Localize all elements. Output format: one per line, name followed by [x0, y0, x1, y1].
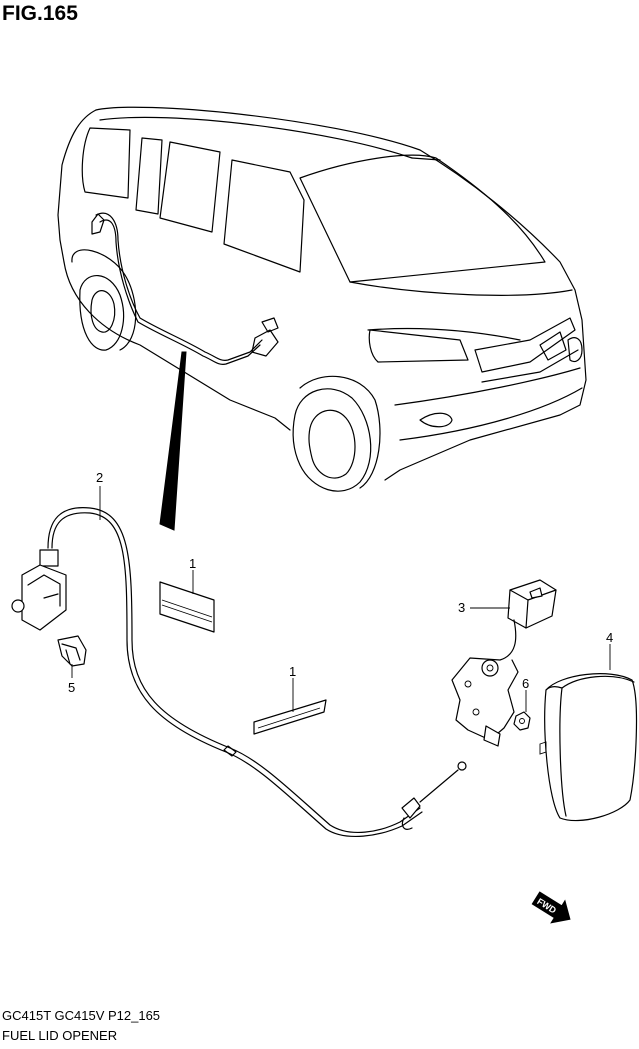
- footer-model-code: GC415T GC415V P12_165: [2, 1008, 161, 1023]
- pointer-arrow: [159, 351, 187, 531]
- callout-part-1-lower: 1: [289, 664, 296, 679]
- callout-part-1-upper: 1: [189, 556, 196, 571]
- fwd-arrow-icon: FWD: [531, 891, 571, 924]
- vehicle-illustration: [57, 106, 587, 492]
- callout-part-2: 2: [96, 470, 103, 485]
- part-label-lower: [253, 699, 327, 735]
- figure-title: FIG.165: [2, 2, 78, 25]
- part-label-upper: [159, 581, 215, 633]
- part-opener-cable: [11, 507, 467, 838]
- part-nut: [513, 711, 531, 731]
- part-clamp: [57, 635, 87, 667]
- part-lid-actuator: [451, 579, 557, 747]
- callout-part-4: 4: [606, 630, 613, 645]
- callout-part-6: 6: [522, 676, 529, 691]
- callout-part-3: 3: [458, 600, 465, 615]
- part-fuel-lid: [539, 673, 638, 822]
- footer-section-name: FUEL LID OPENER: [2, 1028, 118, 1043]
- callout-part-5: 5: [68, 680, 75, 695]
- leader-lines: [71, 486, 611, 712]
